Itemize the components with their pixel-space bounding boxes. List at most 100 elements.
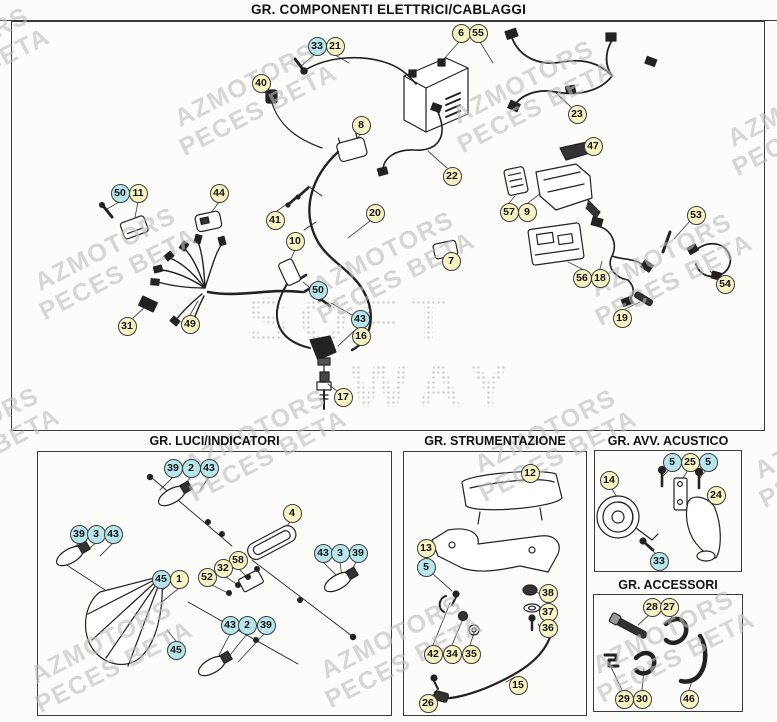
dash-bracket-drawing xyxy=(431,528,560,573)
callout-avvisatore-5[interactable]: 5 xyxy=(698,452,718,472)
callout-luci-43[interactable]: 43 xyxy=(220,615,240,635)
horn-bracket-drawing xyxy=(685,496,721,562)
callout-main-19[interactable]: 19 xyxy=(612,308,632,328)
callout-luci-3[interactable]: 3 xyxy=(330,543,350,563)
callout-strumentazione-12[interactable]: 12 xyxy=(520,463,540,483)
panel-title-accessori: GR. ACCESSORI xyxy=(618,578,718,592)
callout-main-54[interactable]: 54 xyxy=(715,274,735,294)
callout-main-10[interactable]: 10 xyxy=(285,231,305,251)
turn-indicator-drawing xyxy=(55,540,91,567)
callout-luci-39[interactable]: 39 xyxy=(69,524,89,544)
speedo-cable-drawing xyxy=(432,628,554,703)
callout-main-43[interactable]: 43 xyxy=(350,309,370,329)
main-diagram-frame xyxy=(11,21,765,431)
callout-main-41[interactable]: 41 xyxy=(265,210,285,230)
callout-avvisatore-14[interactable]: 14 xyxy=(599,470,619,490)
ignition-coil-drawing xyxy=(276,258,337,373)
callout-luci-2[interactable]: 2 xyxy=(181,458,201,478)
callout-main-16[interactable]: 16 xyxy=(351,326,371,346)
callout-main-40[interactable]: 40 xyxy=(251,73,271,93)
callout-strumentazione-34[interactable]: 34 xyxy=(442,644,462,664)
instruments-panel-art xyxy=(430,470,563,703)
turn-indicator-drawing xyxy=(157,480,193,507)
callout-main-49[interactable]: 49 xyxy=(180,314,200,334)
callout-luci-45[interactable]: 45 xyxy=(151,569,171,589)
callout-avvisatore-24[interactable]: 24 xyxy=(706,485,726,505)
callout-strumentazione-36[interactable]: 36 xyxy=(538,618,558,638)
callout-main-33[interactable]: 33 xyxy=(307,36,327,56)
callout-accessori-28[interactable]: 28 xyxy=(642,597,662,617)
callout-accessori-29[interactable]: 29 xyxy=(614,689,634,709)
key-switch-drawing xyxy=(503,139,601,219)
callout-main-11[interactable]: 11 xyxy=(128,183,148,203)
callout-strumentazione-42[interactable]: 42 xyxy=(423,644,443,664)
callout-main-7[interactable]: 7 xyxy=(441,251,461,271)
callout-luci-32[interactable]: 32 xyxy=(213,558,233,578)
callout-strumentazione-13[interactable]: 13 xyxy=(416,538,436,558)
panel-title-strumentazione: GR. STRUMENTAZIONE xyxy=(424,434,566,448)
dashboard-drawing xyxy=(461,470,563,525)
ground-cable-drawing xyxy=(376,102,443,177)
callout-luci-43[interactable]: 43 xyxy=(199,458,219,478)
callout-avvisatore-33[interactable]: 33 xyxy=(649,551,669,571)
horn-drawing xyxy=(596,495,659,541)
callout-main-17[interactable]: 17 xyxy=(333,387,353,407)
turn-indicator-drawing xyxy=(323,566,359,593)
panel-title-luci: GR. LUCI/INDICATORI xyxy=(149,434,280,448)
callout-strumentazione-35[interactable]: 35 xyxy=(461,644,481,664)
callout-strumentazione-5[interactable]: 5 xyxy=(416,557,436,577)
callout-avvisatore-25[interactable]: 25 xyxy=(680,452,700,472)
callout-luci-39[interactable]: 39 xyxy=(348,543,368,563)
callout-strumentazione-15[interactable]: 15 xyxy=(508,675,528,695)
accessories-panel-art xyxy=(603,612,708,684)
callout-main-56[interactable]: 56 xyxy=(572,268,592,288)
battery-drawing xyxy=(403,57,469,133)
callout-luci-52[interactable]: 52 xyxy=(197,567,217,587)
callout-main-6[interactable]: 6 xyxy=(451,23,471,43)
callout-luci-1[interactable]: 1 xyxy=(169,569,189,589)
callout-main-50[interactable]: 50 xyxy=(308,280,328,300)
battery-cable-drawing xyxy=(293,56,417,85)
callout-main-20[interactable]: 20 xyxy=(365,203,385,223)
page-title: GR. COMPONENTI ELETTRICI/CABLAGGI xyxy=(250,2,527,17)
callout-luci-2[interactable]: 2 xyxy=(237,615,257,635)
callout-luci-39[interactable]: 39 xyxy=(163,458,183,478)
panel-frame-avv-acustico xyxy=(594,450,742,572)
callout-luci-43[interactable]: 43 xyxy=(103,524,123,544)
callout-main-21[interactable]: 21 xyxy=(325,36,345,56)
callout-luci-39[interactable]: 39 xyxy=(256,615,276,635)
callout-main-55[interactable]: 55 xyxy=(468,23,488,43)
regulator-drawing xyxy=(98,202,149,240)
callout-main-31[interactable]: 31 xyxy=(117,316,137,336)
callout-main-57[interactable]: 57 xyxy=(499,202,519,222)
callout-main-18[interactable]: 18 xyxy=(590,268,610,288)
panel-title-avv-acustico: GR. AVV. ACUSTICO xyxy=(607,434,729,448)
callout-main-8[interactable]: 8 xyxy=(351,115,371,135)
callout-luci-3[interactable]: 3 xyxy=(86,524,106,544)
callout-accessori-30[interactable]: 30 xyxy=(632,689,652,709)
callout-main-47[interactable]: 47 xyxy=(583,136,603,156)
callout-accessori-46[interactable]: 46 xyxy=(679,689,699,709)
flasher-relay-drawing xyxy=(194,210,223,233)
turn-indicator-drawing xyxy=(197,650,233,677)
callout-luci-45[interactable]: 45 xyxy=(166,640,186,660)
callout-main-23[interactable]: 23 xyxy=(567,104,587,124)
spark-plug-drawing xyxy=(316,371,332,410)
callout-avvisatore-5[interactable]: 5 xyxy=(662,452,682,472)
callout-accessori-27[interactable]: 27 xyxy=(659,597,679,617)
headlight-drawing xyxy=(85,575,163,667)
leader-lines xyxy=(69,41,719,696)
callout-luci-43[interactable]: 43 xyxy=(313,543,333,563)
callout-main-22[interactable]: 22 xyxy=(442,166,462,186)
callout-strumentazione-26[interactable]: 26 xyxy=(418,693,438,713)
panel-frame-strumentazione xyxy=(403,451,587,716)
callout-main-50[interactable]: 50 xyxy=(110,183,130,203)
callout-main-44[interactable]: 44 xyxy=(209,183,229,203)
starter-relay-drawing xyxy=(336,132,368,163)
callout-strumentazione-38[interactable]: 38 xyxy=(538,583,558,603)
title-underline xyxy=(0,20,777,21)
callout-main-9[interactable]: 9 xyxy=(517,202,537,222)
sensor-drawing xyxy=(265,89,323,149)
callout-main-53[interactable]: 53 xyxy=(686,205,706,225)
callout-luci-4[interactable]: 4 xyxy=(282,503,302,523)
